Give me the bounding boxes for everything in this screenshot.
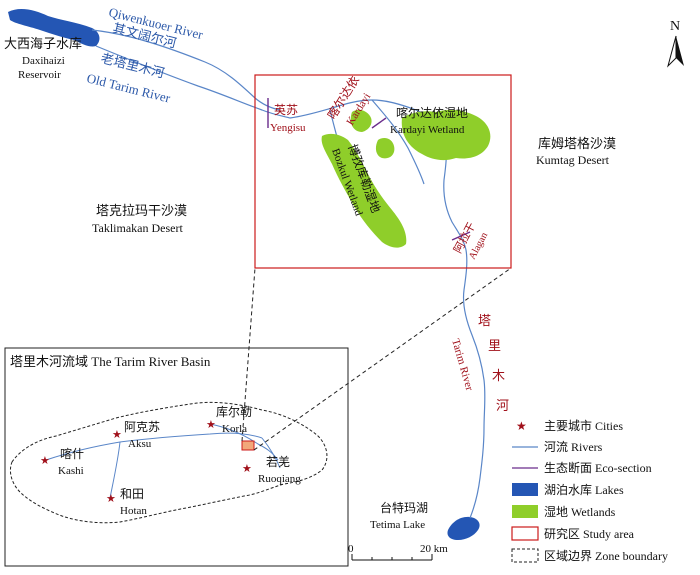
yingsu-label-cn: 英苏	[274, 103, 298, 117]
tarim-label-cn-2: 里	[488, 338, 501, 353]
legend-label-wetlands: 湿地 Wetlands	[544, 504, 616, 519]
daxihaizi-reservoir	[8, 9, 100, 47]
taklimakan-label-cn: 塔克拉玛干沙漠	[96, 203, 187, 218]
city-kashi-cn: 喀什	[60, 447, 84, 461]
legend-label-cities: 主要城市 Cities	[544, 418, 623, 433]
city-star-icon: ★	[112, 429, 122, 441]
daxihaizi-label-en1: Daxihaizi	[22, 55, 65, 67]
city-ruoqiang-en: Ruoqiang	[258, 473, 301, 485]
tarim-label-en: Tarim River	[449, 338, 475, 393]
wetland-patch-2	[375, 138, 395, 159]
inset-rivers	[45, 423, 281, 499]
north-arrow-icon	[676, 36, 684, 66]
inset-frame	[4, 347, 349, 567]
wetland-patch-1	[350, 109, 372, 132]
tarim-label-cn-1: 塔	[478, 313, 491, 328]
legend-lake-icon	[512, 483, 538, 496]
north-label: N	[670, 19, 680, 34]
kardayi-wetland-label-cn: 喀尔达依湿地	[396, 105, 468, 120]
wetlands	[321, 109, 491, 248]
city-star-icon: ★	[40, 455, 50, 467]
city-hotan-en: Hotan	[120, 505, 147, 517]
taklimakan-label-en: Taklimakan Desert	[92, 221, 183, 235]
inset-cities: ★ 阿克苏 Aksu ★ 喀什 Kashi ★ 和田 Hotan ★ 库尔勒 K…	[40, 404, 301, 517]
bozkul-wetland	[321, 133, 407, 248]
scale-end: 20 km	[420, 543, 448, 555]
study-area-box	[254, 74, 512, 269]
city-star-icon: ★	[242, 463, 252, 475]
scale-bar: 0 20 km	[348, 543, 448, 561]
tarim-label-cn-3: 木	[492, 368, 505, 383]
legend-label-study: 研究区 Study area	[544, 526, 635, 541]
kumtag-label-en: Kumtag Desert	[536, 153, 610, 167]
eco-sections	[267, 98, 471, 241]
city-star-icon: ★	[106, 493, 116, 505]
tarim-label-cn-4: 河	[496, 398, 509, 413]
tetima-label-en: Tetima Lake	[370, 519, 425, 531]
yingsu-label-en: Yengisu	[270, 122, 306, 134]
inset-study-marker	[241, 440, 255, 451]
tarim-main-line	[443, 135, 486, 519]
legend-label-lakes: 湖泊水库 Lakes	[544, 482, 624, 497]
inset-connectors	[241, 267, 512, 451]
old-tarim-river-line	[95, 45, 291, 119]
legend-star-icon: ★	[516, 419, 527, 433]
legend-study-icon	[511, 526, 539, 541]
city-ruoqiang-cn: 若羌	[266, 455, 290, 469]
north-arrow: N	[667, 19, 684, 68]
tetima-label-cn: 台特玛湖	[380, 500, 428, 515]
legend: ★ 主要城市 Cities 河流 Rivers 生态断面 Eco-section…	[511, 418, 668, 563]
eco-section-kardayi	[371, 117, 387, 129]
city-kashi-en: Kashi	[58, 465, 84, 477]
tetima-lake	[447, 516, 480, 540]
eco-section-alagan	[451, 231, 471, 241]
daxihaizi-label-cn: 大西海子水库	[4, 36, 82, 51]
city-star-icon: ★	[206, 419, 216, 431]
legend-label-rivers: 河流 Rivers	[544, 440, 603, 454]
daxihaizi-label-en2: Reservoir	[18, 69, 61, 81]
city-korla-cn: 库尔勒	[216, 404, 252, 419]
legend-label-eco: 生态断面 Eco-section	[544, 460, 652, 475]
kardayi-wetland	[401, 109, 491, 161]
city-aksu-en: Aksu	[128, 438, 152, 450]
branch-river-2	[371, 99, 425, 185]
city-hotan-cn: 和田	[120, 487, 144, 501]
kardayi-wetland-label-en: Kardayi Wetland	[390, 124, 465, 136]
legend-zone-icon	[511, 548, 539, 563]
kumtag-label-cn: 库姆塔格沙漠	[538, 136, 616, 151]
inset-title: 塔里木河流域 The Tarim River Basin	[10, 354, 211, 369]
city-korla-en: Korla	[222, 423, 247, 435]
city-aksu-cn: 阿克苏	[124, 420, 160, 434]
qiwenkuoer-river-line	[91, 29, 281, 111]
scale-start: 0	[348, 543, 354, 555]
zone-boundary	[9, 401, 328, 524]
legend-wetland-icon	[512, 505, 538, 518]
legend-label-zone: 区域边界 Zone boundary	[544, 549, 668, 563]
